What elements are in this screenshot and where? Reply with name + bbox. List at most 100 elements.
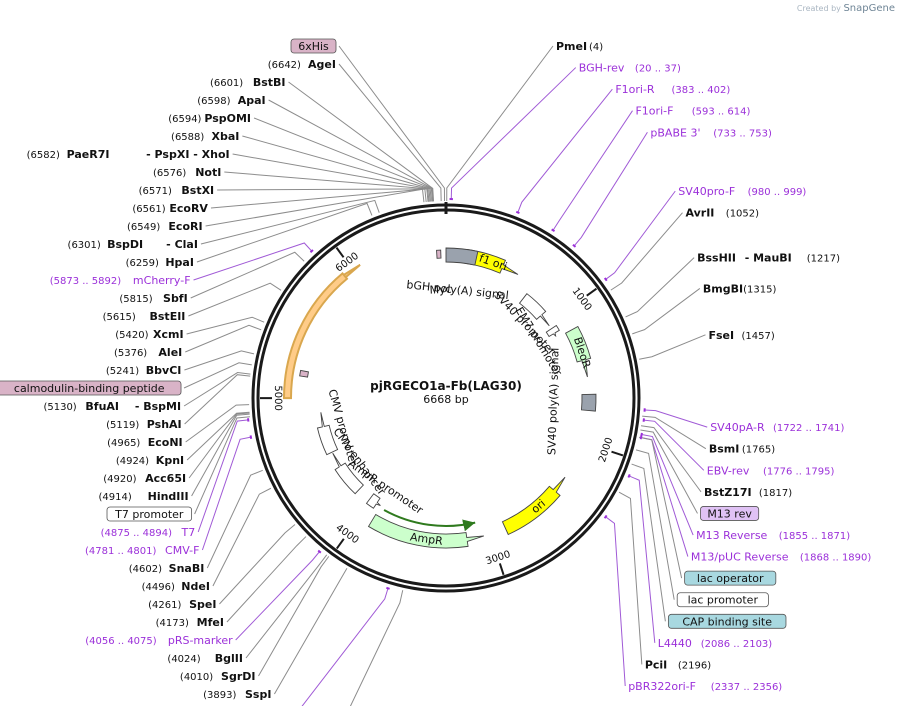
feature-shape [332,452,365,495]
map-label-agei[interactable]: AgeI(6642) [268,58,336,71]
leader-line [245,554,328,659]
map-label-sbfi[interactable]: SbfI(5815) [119,292,187,305]
leader-line [288,81,435,202]
map-label-hindiii[interactable]: HindIII(4914) [99,490,189,503]
map-label-acc65i[interactable]: Acc65I(4920) [103,472,186,485]
leader-line [450,67,577,200]
map-label-bsshii[interactable]: BssHII - MauBI(1217) [697,252,840,265]
leader-line [226,536,307,623]
feature-mcherry[interactable] [282,263,361,400]
feature-label-text: CAP binding site [682,615,772,628]
feature-bleor[interactable]: BleoR [564,325,594,378]
map-label-bglii[interactable]: BglII(4024) [167,652,243,665]
map-label-bstz17i[interactable]: BstZ17I(1817) [704,486,792,499]
map-label-m13puc[interactable]: M13/pUC Reverse(1868 .. 1890) [691,551,872,564]
map-label-sv40pa-r[interactable]: SV40pA-R(1722 .. 1741) [710,421,844,434]
map-label-6xhis[interactable]: 6xHis [290,38,337,54]
leader-line [200,199,380,245]
map-label-noti[interactable]: NotI(6576) [153,166,221,179]
primer-range: (1855 .. 1871) [779,531,851,542]
leader-line [183,372,251,407]
map-label-pmei[interactable]: PmeI(4) [556,40,603,53]
map-label-ecorv[interactable]: EcoRV(6561) [132,202,208,215]
map-label-spei[interactable]: SpeI (4261) [148,598,216,611]
enzyme-name: BstZ17I [704,486,752,499]
scale-tick [498,563,505,576]
map-label-calm[interactable]: calmodulin-binding peptide [0,380,182,396]
map-label-pcii[interactable]: PciI(2196) [645,658,711,671]
map-label-alei[interactable]: AleI(5376) [114,346,182,359]
enzyme-name: SpeI [189,598,216,611]
feature-calmf[interactable] [299,369,309,378]
feature-myc[interactable]: Myc [429,249,452,297]
map-label-cap[interactable]: CAP binding site [667,613,787,629]
map-label-sspi[interactable]: SspI(3893) [203,688,271,701]
map-label-xcmi[interactable]: XcmI(5420) [115,328,183,341]
leader-line [605,516,626,687]
map-label-avrii[interactable]: AvrII(1052) [686,207,760,220]
feature-ampr[interactable]: AmpR [367,509,484,549]
map-label-fsei[interactable]: FseI(1457) [708,329,774,342]
map-label-sgrdi[interactable]: SgrDI(4010) [180,670,256,683]
map-label-prs[interactable]: pRS-marker(4056 .. 4075) [85,634,233,647]
primer-range: (2086 .. 2103) [701,639,773,650]
enzyme-name: BstXI [181,184,214,197]
map-label-lacpro[interactable]: lac promoter [676,592,769,608]
map-label-bsteii[interactable]: BstEII(5615) [103,310,186,323]
map-label-hpai[interactable]: HpaI(6259) [126,256,194,269]
map-label-f1ori-f[interactable]: F1ori-F(593 .. 614) [635,105,750,118]
feature-label-box [106,506,193,522]
map-label-mcherry-f[interactable]: mCherry-F(5873 .. 5892) [50,274,191,287]
map-label-bsmi[interactable]: BsmI(1765) [709,443,775,456]
map-label-m13rev[interactable]: M13 rev [700,506,760,521]
feature-cmvpro[interactable]: CMV promoter [316,388,360,468]
map-label-cmv-f[interactable]: CMV-F(4781 .. 4801) [85,544,199,557]
leader-line [610,212,683,291]
map-label-m13reverse[interactable]: M13 Reverse(1855 .. 1871) [696,529,850,542]
enzyme-name: NotI [195,166,221,179]
leader-line [224,171,430,202]
map-label-t7[interactable]: T7(4875 .. 4894) [101,526,196,539]
primer-name: T7 [180,526,195,539]
map-label-snabi[interactable]: SnaBI(4602) [129,562,205,575]
primer-range: (383 .. 402) [672,85,731,96]
map-label-ndei[interactable]: NdeI(4496) [142,580,210,593]
feature-sv40pa[interactable]: SV40 poly(A) signal [545,347,597,455]
map-label-pspomi[interactable]: PspOMI(6594) [168,112,251,125]
map-label-ecoNi[interactable]: EcoNI(4965) [107,436,183,449]
leader-line [632,288,701,335]
map-label-ecori[interactable]: EcoRI(6549) [127,220,203,233]
map-label-lacop[interactable]: lac operator [684,570,777,586]
map-label-bstxi[interactable]: BstXI(6571) [139,184,215,197]
map-label-pbabe3[interactable]: pBABE 3'(733 .. 753) [650,126,772,139]
map-label-mfei[interactable]: MfeI(4173) [156,616,224,629]
map-label-f1ori-r[interactable]: F1ori-R(383 .. 402) [615,83,730,96]
map-label-apai[interactable]: ApaI(6598) [197,94,265,107]
primer-range: (1868 .. 1890) [800,553,872,564]
map-label-sv40pro-f[interactable]: SV40pro-F(980 .. 999) [678,185,806,198]
map-label-bgh-rev[interactable]: BGH-rev(20 .. 37) [579,62,681,75]
leader-line [301,588,389,706]
map-label-bbvci[interactable]: BbvCI(5241) [106,364,182,377]
map-label-bmgbi[interactable]: BmgBI(1315) [703,282,777,295]
map-label-xbai[interactable]: XbaI(6588) [171,130,239,143]
map-label-t7pro[interactable]: T7 promoter [106,506,193,522]
map-label-pbr322[interactable]: pBR322ori-F(2337 .. 2356) [628,680,782,693]
map-label-l4440[interactable]: L4440(2086 .. 2103) [658,637,773,650]
primer-site-mark [317,549,322,554]
leader-line [349,590,404,706]
map-label-pshai[interactable]: PshAI(5119) [106,418,182,431]
scale-tick-label: 4000 [334,522,361,546]
map-label-bstbi[interactable]: BstBI(6601) [210,76,286,89]
map-label-ebv-rev[interactable]: EBV-rev(1776 .. 1795) [707,464,835,477]
leader-line [219,524,296,605]
primer-name: EBV-rev [707,464,750,477]
map-label-kpni[interactable]: KpnI(4924) [116,454,184,467]
enzyme-position: (4261) [148,600,181,611]
feature-ori[interactable]: ori [501,476,566,536]
primer-name: F1ori-F [635,105,673,118]
leader-line [212,487,272,587]
